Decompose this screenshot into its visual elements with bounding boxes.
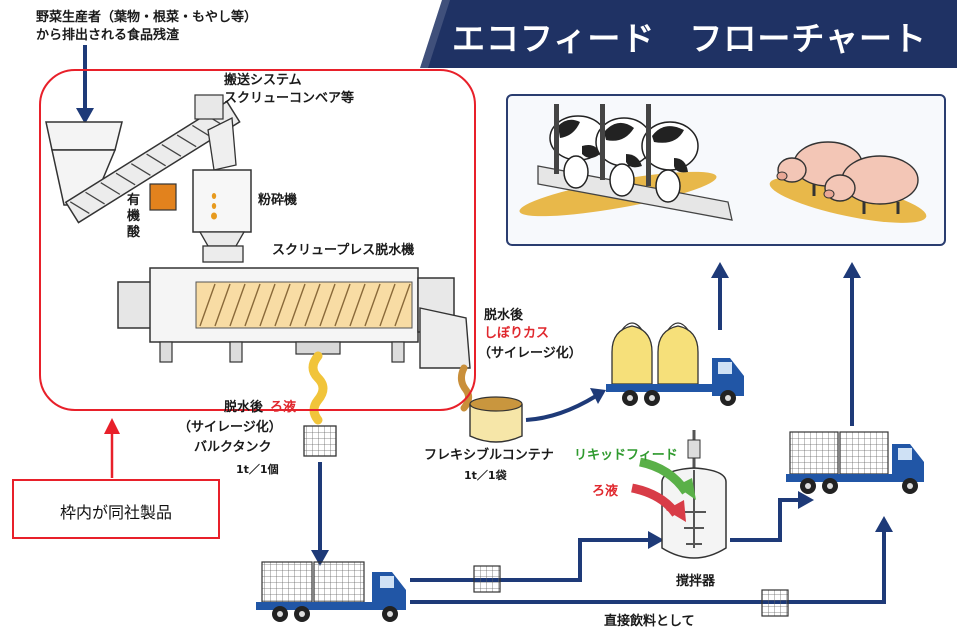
label-direct-feed: 直接飲料として [604, 614, 695, 629]
crusher [192, 169, 252, 263]
flexible-container [469, 396, 523, 443]
cow-icon [641, 121, 699, 203]
hopper [45, 121, 123, 206]
filtrate-arrow-head [666, 500, 686, 522]
pig-icon [823, 155, 919, 214]
label-bulk-tank: バルクタンク [194, 440, 272, 455]
arrow-tank-to-truck-head [311, 550, 329, 566]
product-note-box: 枠内が同社製品 [12, 479, 220, 539]
label-liquid-red: ろ液 [270, 400, 297, 415]
screw-conveyor [64, 100, 241, 224]
arrow-container-to-truck [525, 394, 598, 422]
mixer-tank [661, 430, 727, 559]
label-silage-liquid: （サイレージ化） [178, 420, 282, 435]
truck-right [786, 431, 924, 494]
drop-chute [207, 116, 237, 171]
label-dewatered-pre: 脱水後 [484, 308, 524, 323]
label-dewatered-cake: しぼりカス [484, 326, 550, 341]
label-acid-1: 有 [127, 193, 141, 208]
product-frame [39, 69, 476, 411]
arrow-right-truck-up-head [843, 262, 861, 278]
label-flexible: フレキシブルコンテナ [424, 448, 554, 463]
arrow-container-to-truck-head [590, 388, 606, 404]
cow-icon [595, 117, 653, 197]
arrow-mixer-to-truck [730, 498, 800, 542]
label-acid-2: 機 [127, 209, 141, 224]
organic-acid-tank [149, 183, 177, 211]
livestock-illustration [519, 104, 927, 223]
arrow-truck-to-mixer [410, 538, 650, 582]
label-crusher: 粉砕機 [258, 193, 298, 208]
tote-on-path-2 [761, 589, 789, 617]
title-banner [420, 0, 957, 68]
label-press: スクリュープレス脱水機 [272, 243, 415, 258]
arrow-truck-to-mixer-head [648, 531, 664, 549]
page-title: エコフィード フローチャート [452, 19, 928, 58]
label-acid-3: 酸 [127, 225, 141, 240]
label-flexible-unit: 1t／1袋 [464, 469, 507, 482]
arrow-direct-feed [410, 530, 886, 604]
liquid-feed-arrow-head [676, 478, 696, 500]
input-arrow [76, 45, 94, 124]
bulk-tank [303, 425, 337, 457]
label-bulk-unit: 1t／1個 [236, 463, 279, 476]
livestock-panel [506, 94, 946, 246]
label-silage-cake: （サイレージ化） [478, 346, 582, 361]
label-conveyor-2: スクリューコンベア等 [224, 91, 355, 106]
truck-bottom-left [256, 561, 406, 622]
arrow-middle-truck-up-head [711, 262, 729, 278]
label-filtrate: ろ液 [592, 484, 619, 499]
tote-on-path-1 [473, 565, 501, 593]
source-note-line1: 野菜生産者（葉物・根菜・もやし等） [36, 10, 258, 25]
label-conveyor-1: 搬送システム [224, 73, 302, 88]
label-mixer: 撹拌器 [676, 574, 716, 589]
label-liquid-pre: 脱水後 [224, 400, 264, 415]
source-note-line2: から排出される食品残渣 [36, 28, 180, 43]
conveyor-motor [194, 94, 224, 120]
product-note-pointer-head [104, 418, 120, 434]
product-note-text: 枠内が同社製品 [59, 503, 172, 522]
arrow-direct-feed-head [875, 516, 893, 532]
truck-middle [606, 322, 744, 406]
pig-feed [769, 177, 927, 223]
label-liquid-feed: リキッドフィード [574, 448, 678, 463]
screw-press [117, 267, 471, 369]
arrow-mixer-to-truck-head [798, 491, 814, 509]
